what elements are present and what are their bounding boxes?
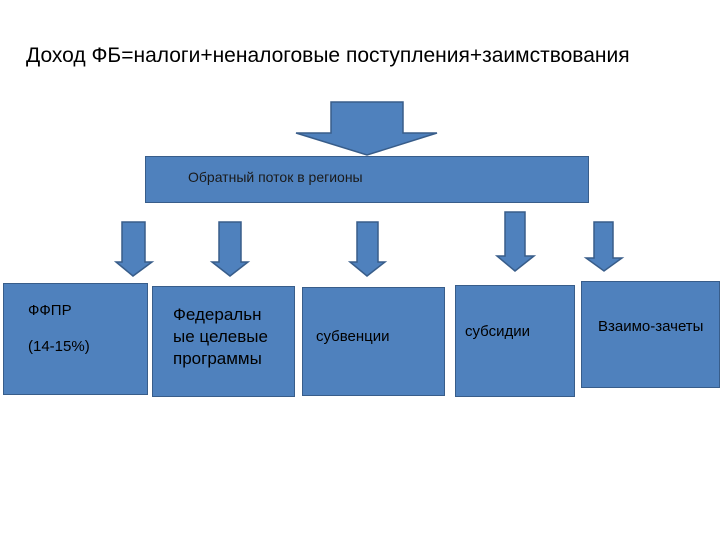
arrow-to-subsidies	[494, 211, 537, 272]
arrow-to-offsets	[583, 221, 625, 272]
box-ftp-line-1: Федеральн	[173, 305, 262, 324]
arrow-to-target-programs	[209, 221, 251, 277]
box-mutual-offsets: Взаимо-зачеты	[581, 281, 720, 388]
arrow-to-subventions	[347, 221, 388, 277]
box-subventions: субвенции	[302, 287, 445, 396]
regional-flow-label: Обратный поток в регионы	[188, 169, 363, 185]
box-ffpr: ФФПР (14-15%)	[3, 283, 148, 395]
box-ffpr-line-2: (14-15%)	[28, 338, 90, 355]
box-ftp-line-2: ые целевые	[173, 327, 268, 346]
top-down-arrow	[295, 101, 438, 156]
regional-flow-banner: Обратный поток в регионы	[145, 156, 589, 203]
arrow-to-ffpr	[113, 221, 155, 277]
box-subventions-label: субвенции	[316, 328, 390, 345]
box-federal-target-programs: Федеральн ые целевые программы	[152, 286, 295, 397]
box-subsidies-label: субсидии	[465, 323, 530, 340]
box-ftp-line-3: программы	[173, 349, 262, 368]
box-subsidies: субсидии	[455, 285, 575, 397]
page-title: Доход ФБ=налоги+неналоговые поступления+…	[26, 44, 630, 67]
box-offsets-label: Взаимо-зачеты	[598, 318, 704, 335]
box-ffpr-line-1: ФФПР	[28, 302, 72, 319]
